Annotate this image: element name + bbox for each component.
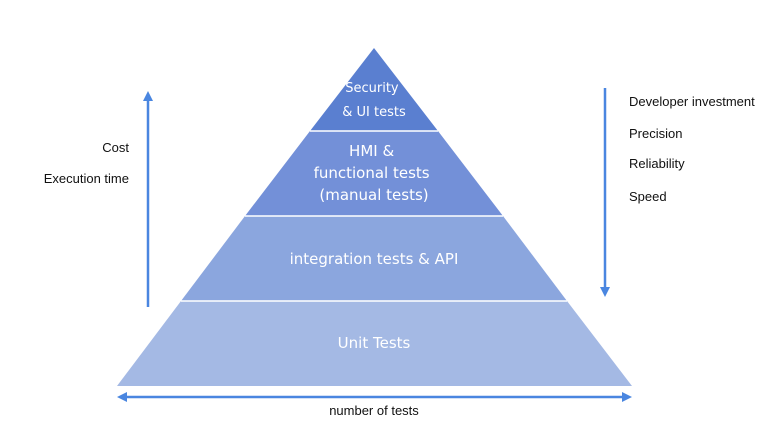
tier-label-hmi-functional: HMI & functional tests (manual tests) [314,142,435,204]
speed-label: Speed [629,189,667,204]
execution-time-label: Execution time [43,171,129,186]
pyramid-tier-integration-api [181,216,567,301]
pyramid-tier-unit-tests [117,301,632,386]
tier-label-integration-api: integration tests & API [290,250,459,268]
number-of-tests-label: number of tests [329,403,419,418]
pyramid-tier-hmi-functional [245,131,503,216]
precision-label: Precision [629,126,683,141]
tier-label-unit-tests: Unit Tests [338,334,411,352]
reliability-label: Reliability [629,156,685,171]
developer-investment-label: Developer investment [629,94,755,109]
cost-label: Cost [102,140,129,155]
tier-label-security-ui: Security & UI tests [342,81,406,120]
pyramid-tier-security-ui [310,48,438,131]
